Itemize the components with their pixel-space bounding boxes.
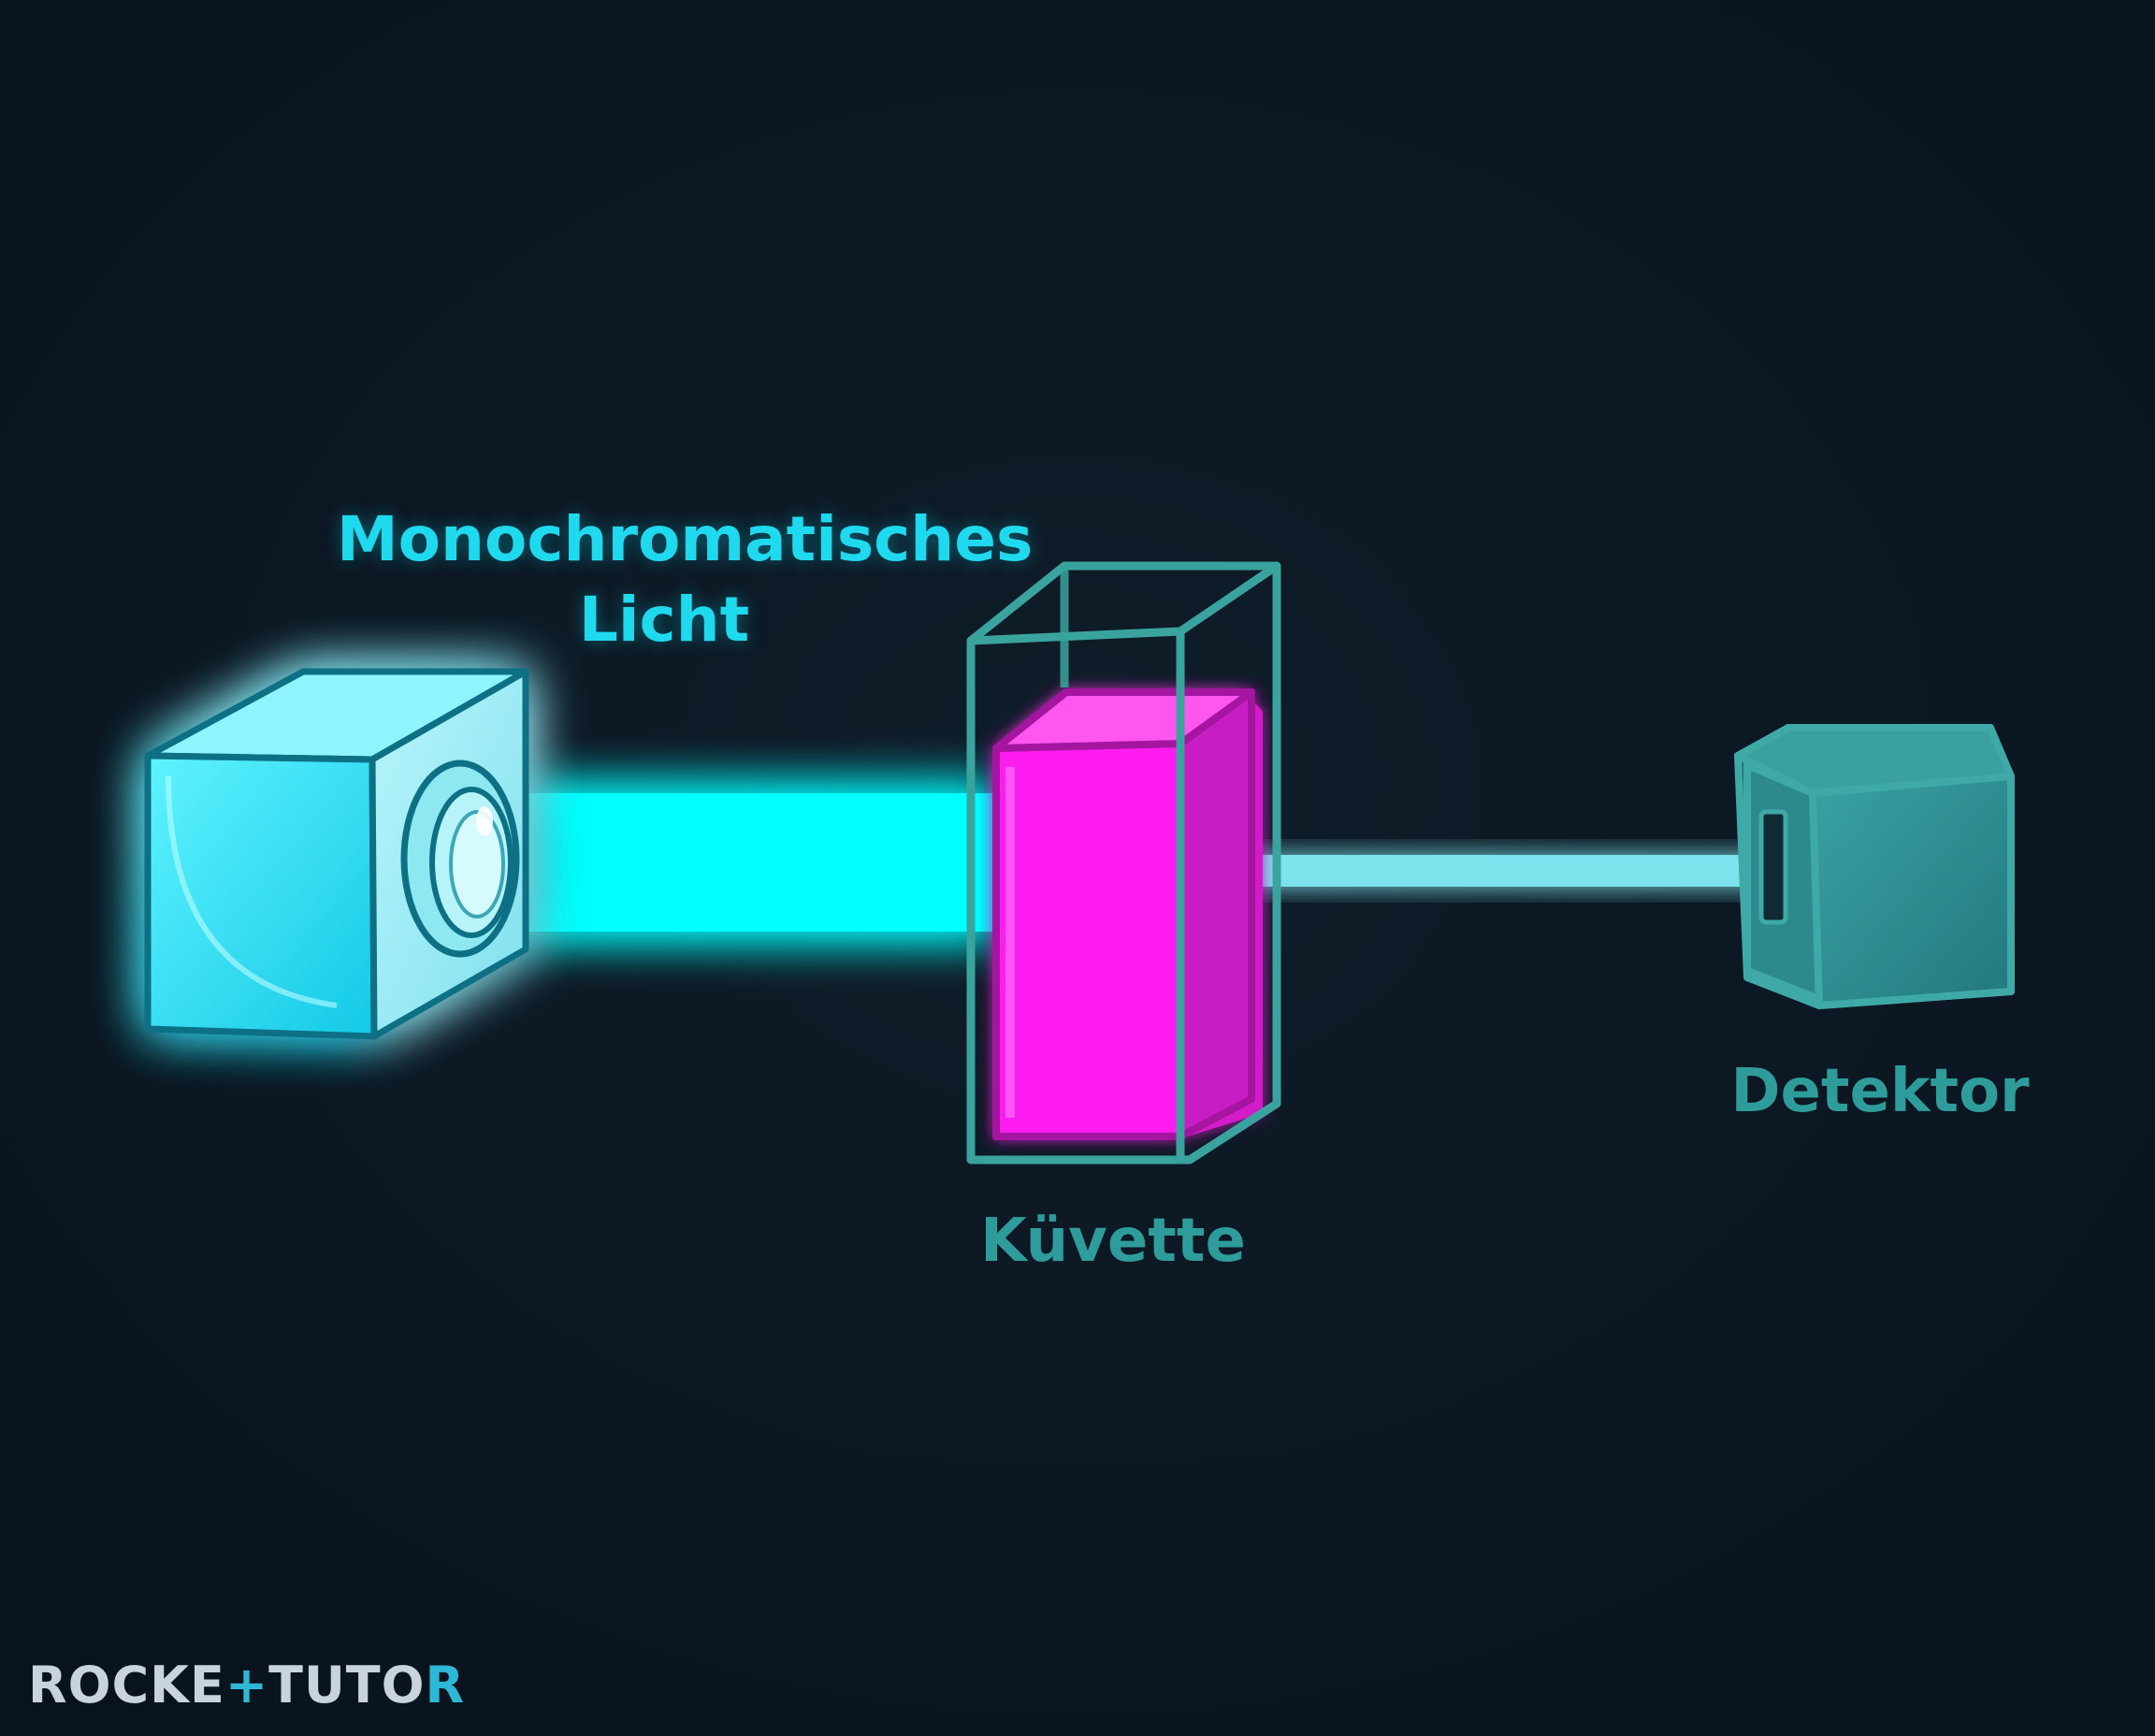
label-monochromatic-light: Monochromatisches Licht <box>337 499 1034 660</box>
logo-text-part3: R <box>425 1656 466 1714</box>
incident-beam <box>513 793 999 932</box>
rocket-tutor-logo: ROCKE+TUTOR <box>28 1656 465 1714</box>
cuvette-icon <box>966 561 1281 1165</box>
label-light-line1: Monochromatisches <box>337 503 1034 575</box>
transmitted-beam <box>1225 855 1777 887</box>
logo-text-part2: TUTO <box>268 1656 426 1714</box>
detector-icon <box>1734 724 2015 1009</box>
logo-text-part1: ROCKE <box>28 1656 225 1714</box>
light-source-icon <box>144 668 529 1040</box>
label-detector: Detektor <box>1730 1057 2030 1126</box>
logo-plus-mark: + <box>224 1656 269 1714</box>
label-light-line2: Licht <box>578 584 750 656</box>
label-cuvette: Küvette <box>980 1207 1246 1276</box>
